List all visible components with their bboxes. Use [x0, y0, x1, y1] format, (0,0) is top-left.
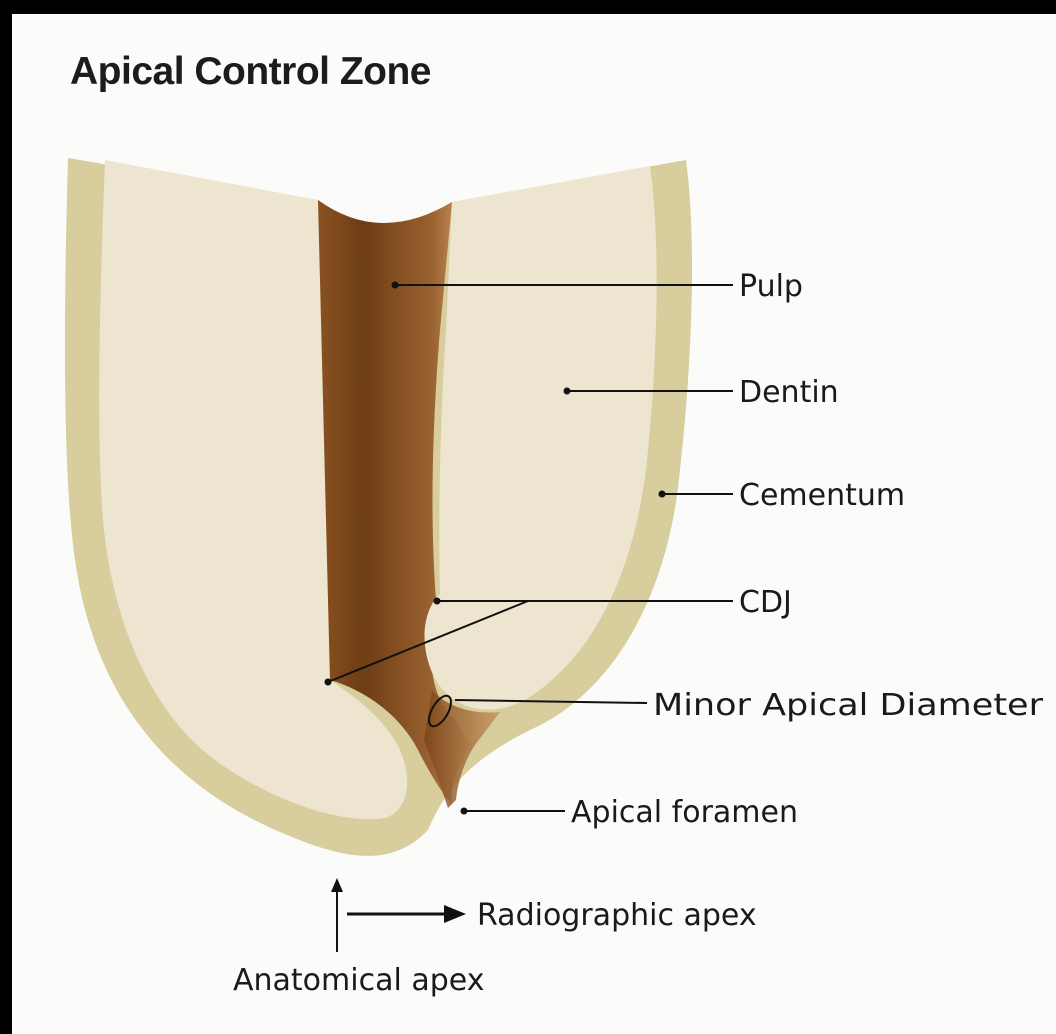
label-anatomical-apex: Anatomical apex — [233, 963, 484, 998]
label-radiographic-apex: Radiographic apex — [477, 898, 757, 933]
label-dentin: Dentin — [739, 375, 839, 410]
dentin-dot — [564, 388, 571, 395]
cdj-dot-lower — [325, 679, 332, 686]
label-pulp: Pulp — [739, 269, 803, 304]
label-cdj: CDJ — [739, 585, 792, 620]
cementum-dot — [659, 491, 666, 498]
label-cementum: Cementum — [739, 478, 905, 513]
label-apical-foramen: Apical foramen — [571, 795, 798, 830]
pulp-dot — [392, 282, 399, 289]
cdj-dot-upper — [434, 598, 441, 605]
anatomical-apex-arrowhead — [331, 878, 343, 892]
apical-foramen-dot — [461, 808, 468, 815]
radiographic-apex-arrow — [347, 905, 466, 923]
label-minor-apical-diameter: Minor Apical Diameter — [653, 688, 1044, 723]
